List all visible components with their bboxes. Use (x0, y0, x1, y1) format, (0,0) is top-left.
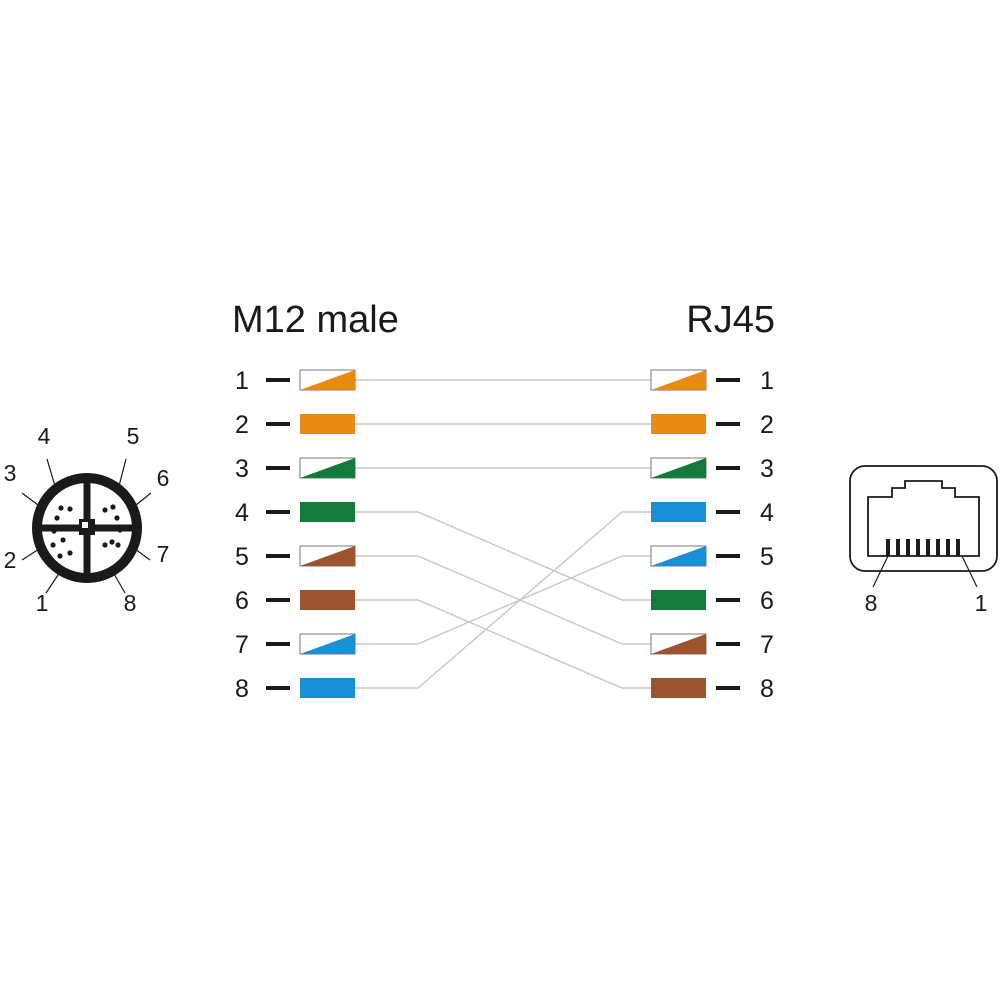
m12-leader-pin7 (134, 548, 151, 561)
m12-contact-dot (67, 506, 73, 512)
m12-contact-dot (58, 505, 64, 511)
m12-contact-dot (102, 507, 108, 513)
m12-pin-labels: 12 34 56 78 (4, 423, 170, 616)
rj45-label-pin1: 1 (975, 590, 988, 616)
m12-leader-pin6 (135, 492, 152, 506)
rj45-label-pin8: 8 (865, 590, 878, 616)
rj45-contact (886, 539, 890, 556)
m12-contact-dot (109, 539, 115, 545)
rj45-pin-label: 6 (760, 587, 774, 615)
rj45-pin-label: 2 (760, 411, 774, 439)
wire-pin4-to-pin6 (355, 511, 651, 601)
rj45-contact (896, 539, 900, 556)
rj45-wire-swatch-stripe (651, 634, 706, 654)
m12-label-pin4: 4 (38, 423, 51, 449)
rj45-pin-label: 7 (760, 631, 774, 659)
wire-pin8-to-pin4 (355, 511, 651, 689)
rj45-title: RJ45 (686, 299, 775, 341)
rj45-wire-swatch-solid (651, 502, 706, 522)
m12-pin-label: 6 (235, 587, 249, 615)
m12-label-pin8: 8 (124, 590, 137, 616)
m12-pin-label: 8 (235, 675, 249, 703)
m12-key-notch (82, 522, 88, 528)
rj45-pin-label: 8 (760, 675, 774, 703)
rj45-wire-swatch-solid (651, 678, 706, 698)
m12-connector-icon: 12 34 56 78 (4, 423, 170, 616)
m12-pin-label: 1 (235, 367, 249, 395)
m12-contact-dot (117, 527, 123, 533)
m12-wire-swatch-solid (300, 678, 355, 698)
rj45-contact (916, 539, 920, 556)
m12-leader-pin8 (112, 571, 126, 594)
rj45-leader-pin1 (961, 555, 978, 588)
m12-wire-swatch-stripe (300, 634, 355, 654)
rj45-wire-swatch-solid (651, 414, 706, 434)
m12-pin-label: 2 (235, 411, 249, 439)
m12-label-pin7: 7 (157, 541, 170, 567)
m12-contact-dot (50, 542, 56, 548)
m12-pin-label: 7 (235, 631, 249, 659)
m12-contact-dot (115, 542, 121, 548)
rj45-pin-label: 4 (760, 499, 774, 527)
rj45-wire-swatch-stripe (651, 546, 706, 566)
m12-pin-column: 1 2 3 4 5 6 7 8 (235, 367, 356, 703)
m12-pin-label: 3 (235, 455, 249, 483)
m12-contact-dot (57, 553, 63, 559)
m12-wire-swatch-solid (300, 414, 355, 434)
m12-contact-dot (60, 537, 66, 543)
rj45-connector-icon: 8 1 (849, 465, 998, 616)
m12-label-pin3: 3 (4, 460, 17, 486)
m12-pin-label: 4 (235, 499, 249, 527)
m12-contact-dot (114, 515, 120, 521)
rj45-contact (926, 539, 930, 556)
m12-contact-dot (54, 515, 60, 521)
rj45-contact (906, 539, 910, 556)
m12-wire-swatch-solid (300, 502, 355, 522)
m12-wire-swatch-stripe (300, 370, 355, 390)
m12-wire-swatch-stripe (300, 458, 355, 478)
wire-layer (355, 379, 651, 689)
rj45-wire-swatch-stripe (651, 370, 706, 390)
rj45-contact (946, 539, 950, 556)
m12-contact-dot (102, 542, 108, 548)
m12-leader-pin3 (21, 492, 39, 506)
m12-wire-swatch-solid (300, 590, 355, 610)
rj45-wire-swatch-stripe (651, 458, 706, 478)
wire-pin6-to-pin8 (355, 599, 651, 689)
m12-label-pin5: 5 (127, 423, 140, 449)
m12-label-pin2: 2 (4, 547, 17, 573)
m12-leader-pin4 (46, 458, 56, 487)
m12-leader-pin2 (21, 548, 40, 561)
rj45-pin-label: 3 (760, 455, 774, 483)
m12-contact-dots (50, 504, 123, 559)
rj45-wire-swatch-solid (651, 590, 706, 610)
m12-leader-pin5 (118, 458, 127, 487)
m12-pin-label: 5 (235, 543, 249, 571)
m12-contact-dot (67, 550, 73, 556)
rj45-pin-column: 1 2 3 4 5 6 7 8 (650, 367, 774, 703)
m12-leader-pin1 (45, 571, 61, 594)
m12-contact-dot (110, 504, 116, 510)
m12-contact-dot (51, 528, 57, 534)
rj45-port-opening (867, 480, 980, 557)
rj45-pin-label: 5 (760, 543, 774, 571)
rj45-contacts (886, 539, 960, 556)
m12-leader-lines (21, 458, 152, 594)
m12-wire-swatch-stripe (300, 546, 355, 566)
rj45-pin-label: 1 (760, 367, 774, 395)
rj45-contact (936, 539, 940, 556)
rj45-leader-pin8 (872, 555, 889, 588)
rj45-contact (956, 539, 960, 556)
m12-label-pin1: 1 (36, 590, 49, 616)
m12-title: M12 male (232, 299, 399, 341)
m12-label-pin6: 6 (157, 465, 170, 491)
